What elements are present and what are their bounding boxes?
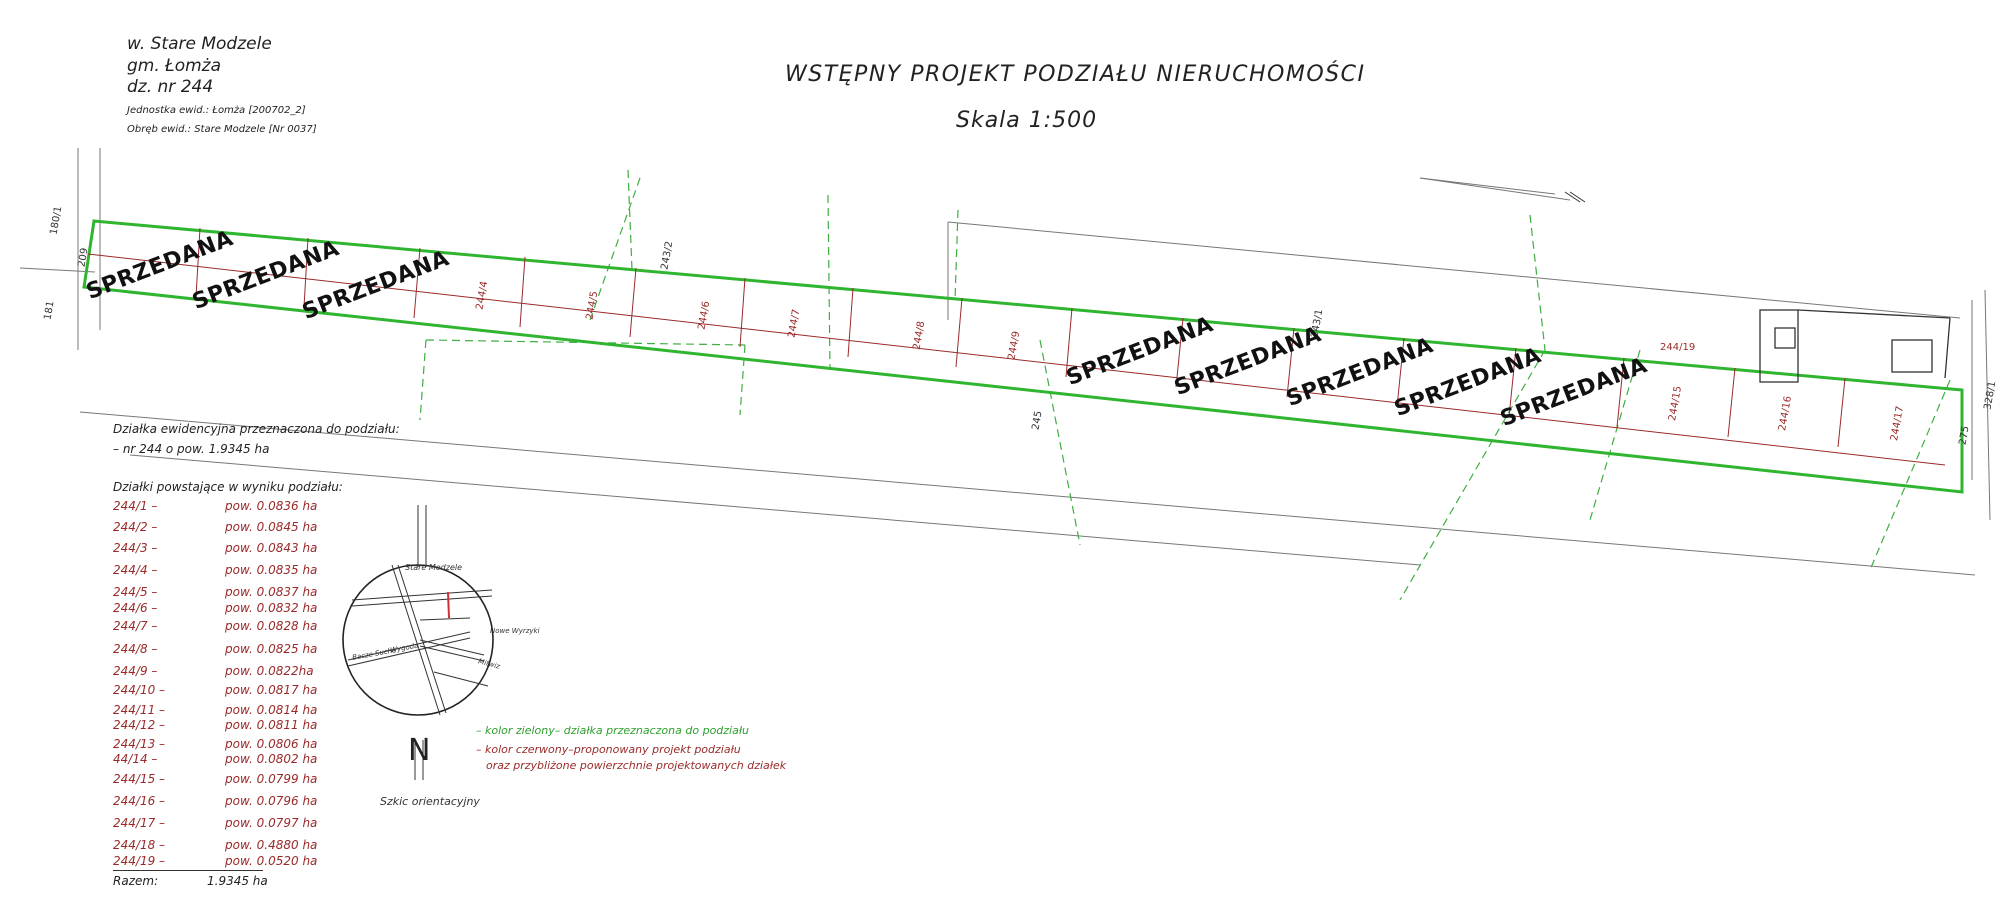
legend-green: – kolor zielony– działka przeznaczona do… (476, 724, 749, 737)
context-lines (19, 148, 1991, 576)
total-divider (113, 870, 263, 871)
parcel-area: pow. 0.0843 ha (225, 541, 318, 555)
legend-red-continued: oraz przybliżone powierzchnie projektowa… (486, 759, 787, 772)
parcel-id: 244/11 – (113, 703, 166, 717)
parcel-area: pow. 0.0837 ha (225, 585, 318, 599)
registry-unit-label: Jednostka ewid.: Łomża [200702_2] (127, 105, 306, 116)
parcel-id: 244/18 – (113, 838, 166, 852)
parcel-area: pow. 0.0520 ha (225, 854, 318, 868)
parcel-id: 244/10 – (113, 683, 166, 697)
legend-red: – kolor czerwony–proponowany projekt pod… (476, 743, 741, 756)
parcel-area: pow. 0.0845 ha (225, 520, 318, 534)
parcel-row: 244/2 – pow. 0.0845 ha (113, 520, 317, 534)
parcel-row: 244/13 – pow. 0.0806 ha (113, 737, 317, 751)
parcels-heading: Działki powstające w wyniku podziału: (113, 480, 343, 494)
parcel-id: 244/15 – (113, 772, 166, 786)
parcel-area: pow. 0.0828 ha (225, 619, 318, 633)
parcel-id: 244/12 – (113, 718, 166, 732)
parcel-area: pow. 0.4880 ha (225, 838, 318, 852)
parcel-id: 244/4 – (113, 563, 158, 577)
parcel-id: 244/8 – (113, 642, 158, 656)
parcel-id: 244/5 – (113, 585, 158, 599)
parcel-id: 244/16 – (113, 794, 166, 808)
registry-precinct-label: Obręb ewid.: Stare Modzele [Nr 0037] (127, 124, 317, 135)
parcel-id: 44/14 – (113, 752, 158, 766)
commune-label: gm. Łomża (127, 56, 222, 76)
parcel-area: pow. 0.0797 ha (225, 816, 318, 830)
parcel-number-label: dz. nr 244 (127, 77, 214, 97)
parcel-row: 244/5 – pow. 0.0837 ha (113, 585, 317, 599)
parcel-area: pow. 0.0806 ha (225, 737, 318, 751)
parcel-row: 244/3 – pow. 0.0843 ha (113, 541, 317, 555)
parcel-area: pow. 0.0836 ha (225, 499, 318, 513)
parcel-row: 244/19 – pow. 0.0520 ha (113, 854, 317, 868)
sketch-caption: Szkic orientacyjny (380, 795, 480, 808)
parcel-area: pow. 0.0796 ha (225, 794, 318, 808)
parcel-id: 244/6 – (113, 601, 158, 615)
parcel-row: 244/8 – pow. 0.0825 ha (113, 642, 317, 656)
parcel-id: 244/3 – (113, 541, 158, 555)
parcel-outline (82, 219, 1964, 494)
parcel-row: 244/7 – pow. 0.0828 ha (113, 619, 317, 633)
street-label: Stare Modzele (405, 563, 463, 572)
parcel-area: pow. 0.0814 ha (225, 703, 318, 717)
parcel-id: 244/1 – (113, 499, 158, 513)
parcel-area: pow. 0.0835 ha (225, 563, 318, 577)
neighbour-boundaries (419, 169, 1951, 601)
parcel-id: 244/2 – (113, 520, 158, 534)
source-parcel-note: Działka ewidencyjna przeznaczona do podz… (113, 422, 400, 436)
north-mark-icon (1564, 191, 1586, 203)
village-label: w. Stare Modzele (127, 34, 272, 54)
parcel-row: 244/6 – pow. 0.0832 ha (113, 601, 317, 615)
parcel-row: 244/12 – pow. 0.0811 ha (113, 718, 317, 732)
parcel-area: pow. 0.0825 ha (225, 642, 318, 656)
parcel-id: 244/7 – (113, 619, 158, 633)
parcel-id: 244/19 – (113, 854, 166, 868)
scale-label: Skala 1:500 (956, 108, 1098, 133)
division-lines (87, 227, 1946, 466)
parcel-row: 244/17 – pow. 0.0797 ha (113, 816, 317, 830)
parcel-area: pow. 0.0832 ha (225, 601, 318, 615)
parcel-row: 244/15 – pow. 0.0799 ha (113, 772, 317, 786)
parcel-area: pow. 0.0802 ha (225, 752, 318, 766)
parcel-row: 244/4 – pow. 0.0835 ha (113, 563, 317, 577)
page-title: WSTĘPNY PROJEKT PODZIAŁU NIERUCHOMOŚCI (785, 62, 1366, 87)
north-letter: N (408, 733, 431, 768)
total-label: Razem: (113, 874, 159, 888)
parcel-id: 244/13 – (113, 737, 166, 751)
parcel-row: 244/10 – pow. 0.0817 ha (113, 683, 317, 697)
parcel-id: 244/17 – (113, 816, 166, 830)
parcel-row: 244/18 – pow. 0.4880 ha (113, 838, 317, 852)
total-value: 1.9345 ha (207, 874, 268, 888)
parcel-area: pow. 0.0817 ha (225, 683, 318, 697)
parcel-area: pow. 0.0822ha (225, 664, 314, 678)
source-parcel-area: – nr 244 o pow. 1.9345 ha (113, 442, 270, 456)
parcel-id: 244/9 – (113, 664, 158, 678)
parcel-row: 244/16 – pow. 0.0796 ha (113, 794, 317, 808)
orientation-sketch (342, 505, 494, 780)
parcel-row: 244/11 – pow. 0.0814 ha (113, 703, 317, 717)
parcel-row: 44/14 – pow. 0.0802 ha (113, 752, 317, 766)
parcel-area: pow. 0.0799 ha (225, 772, 318, 786)
buildings (1759, 309, 1951, 383)
parcel-row: 244/9 – pow. 0.0822ha (113, 664, 314, 678)
plot-label: 244/19 (1660, 342, 1696, 353)
parcel-row: 244/1 – pow. 0.0836 ha (113, 499, 317, 513)
street-label: Nowe Wyrzyki (490, 627, 540, 635)
parcel-area: pow. 0.0811 ha (225, 718, 318, 732)
